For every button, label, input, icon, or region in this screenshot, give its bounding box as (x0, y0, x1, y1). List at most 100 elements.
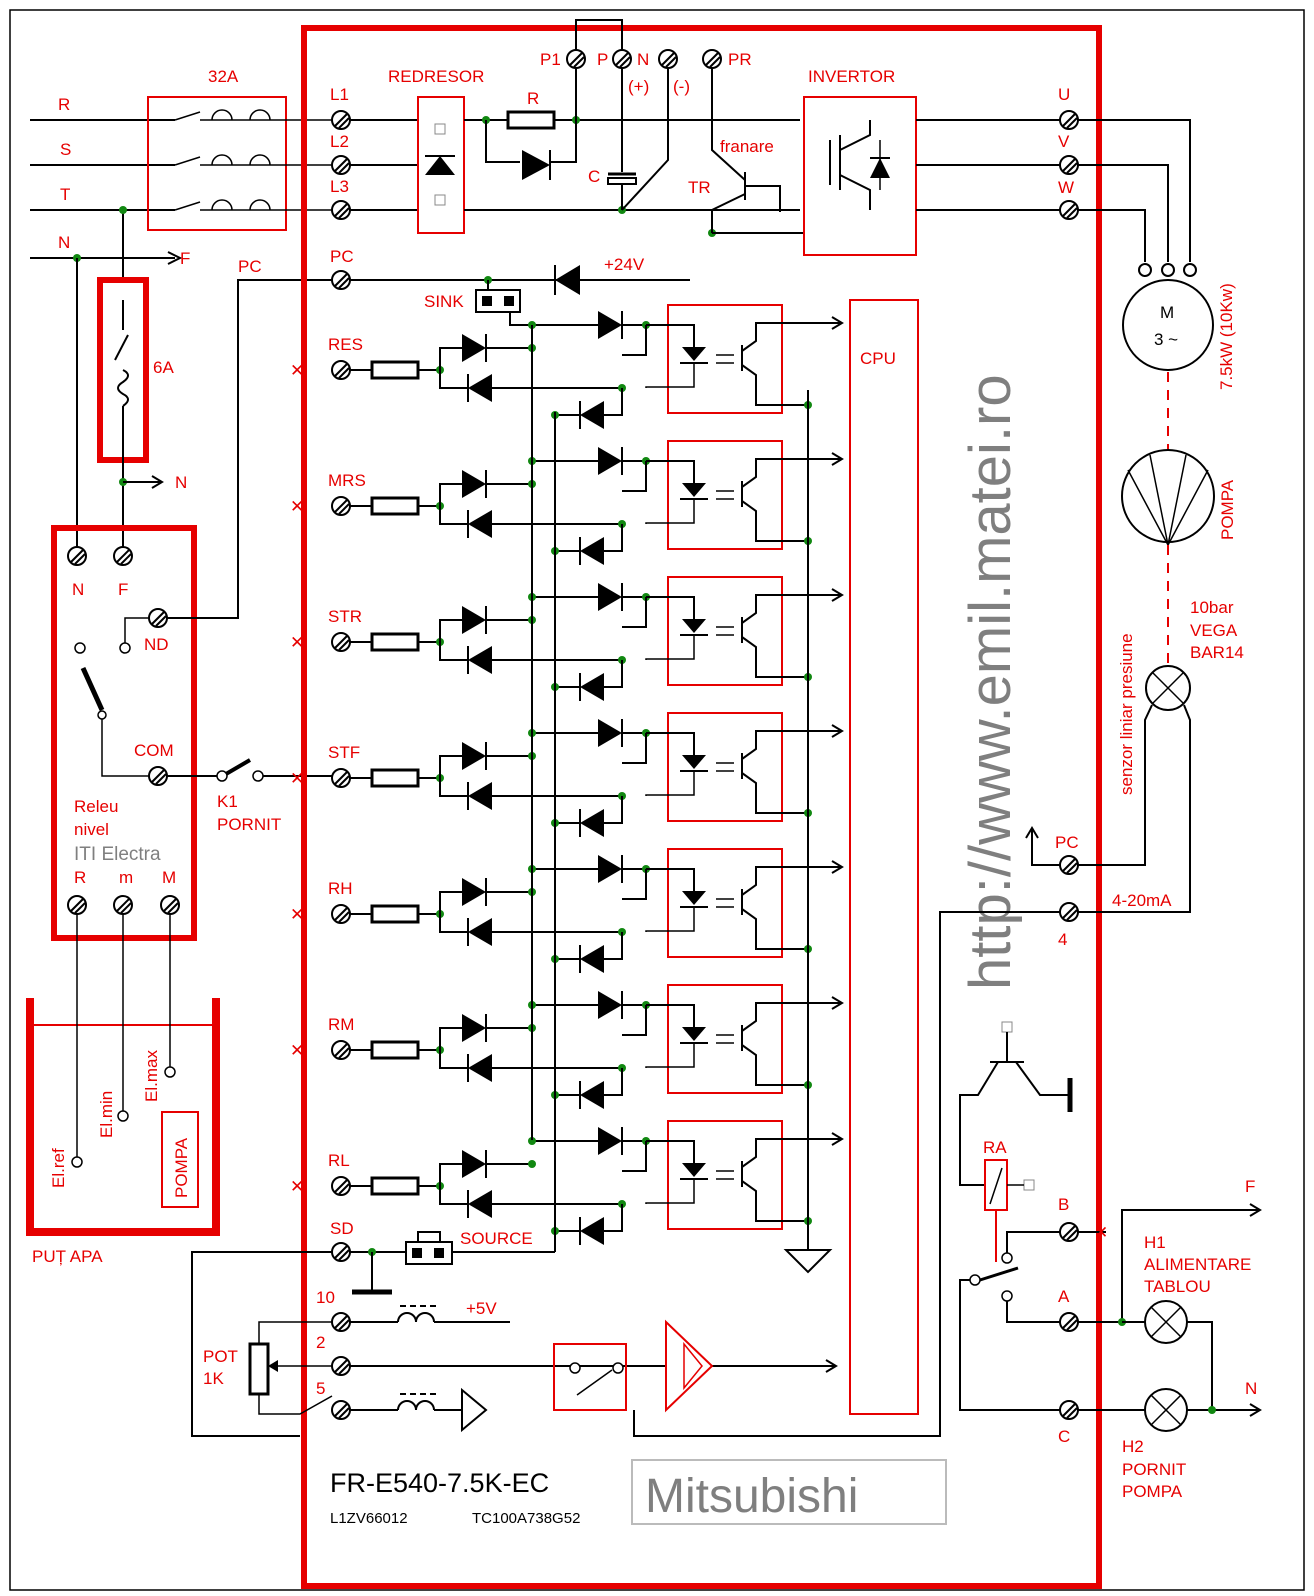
h1-name: H1 (1144, 1233, 1166, 1252)
relay-terminal-n: N (72, 580, 84, 599)
phase-t-label: T (60, 185, 70, 204)
terminal-pc-right: PC (1055, 833, 1079, 852)
terminal-n: N (637, 50, 649, 69)
sink-label: SINK (424, 292, 464, 311)
analog-terminals: 10 2 5 +5V (316, 1288, 838, 1433)
terminal-mrs-cut-mark: ✕ (290, 497, 304, 516)
terminal-p1: P1 (540, 50, 561, 69)
terminal-str-cut-mark: ✕ (290, 633, 304, 652)
watermark-url: http://www.emil.matei.ro (958, 374, 1023, 990)
terminal-u: U (1058, 85, 1070, 104)
well-pump-label: POMPA (172, 1137, 191, 1198)
terminal-v: V (1058, 132, 1070, 151)
source-label: SOURCE (460, 1229, 533, 1248)
motor-symbol: M (1160, 303, 1174, 322)
h2-line3: POMPA (1122, 1482, 1183, 1501)
terminal-stf-cut-mark: ✕ (290, 769, 304, 788)
dc-bus-terminals: P1 P N PR (+) (-) (540, 49, 752, 96)
input-resistor (370, 1040, 420, 1060)
dc-resistor-label: R (527, 89, 539, 108)
motor-output-terminals: U V W (1058, 85, 1191, 262)
feed-f-label: F (180, 249, 190, 268)
pump: POMPA (1121, 449, 1237, 546)
diagram-frame (9, 9, 1305, 1591)
motor-power: 7.5kW (10Kw) (1217, 283, 1236, 390)
terminal-c: C (1058, 1427, 1070, 1446)
pump-label: POMPA (1218, 479, 1237, 540)
terminal-rl: RL (328, 1151, 350, 1170)
rectifier-label: REDRESOR (388, 67, 484, 86)
relay-terminal-m-max: M (162, 868, 176, 887)
well-title: PUȚ APA (32, 1247, 103, 1266)
relay-terminal-com: COM (134, 741, 174, 760)
mains-supply: R S T N F (30, 95, 190, 268)
sensor-range: 10bar (1190, 598, 1234, 617)
terminal-stf-symbol (331, 768, 351, 788)
water-well: El.ref El.min El.max POMPA PUȚ APA (26, 914, 220, 1266)
k1-start-switch: K1 PORNIT (167, 758, 332, 834)
relay-ra: RA (959, 1021, 1073, 1411)
terminal-l2: L2 (330, 132, 349, 151)
sd-terminal-row: SD SOURCE (191, 1219, 556, 1437)
input-resistor (370, 768, 420, 788)
control-fuse: 6A (97, 277, 174, 548)
igbt-inverter-block: INVERTOR (803, 67, 1060, 256)
sensor-model: BAR14 (1190, 643, 1244, 662)
pressure-sensor: 10bar VEGA BAR14 senzor liniar presiune … (1078, 598, 1244, 913)
terminal-4: 4 (1058, 930, 1067, 949)
lamp-n-label: N (1245, 1379, 1257, 1398)
level-relay: N F ND COM Releu nivel ITI Electra R m M (51, 525, 197, 941)
plus5-label: +5V (466, 1299, 497, 1318)
main-breaker: 32A (147, 67, 332, 231)
k1-name: K1 (217, 792, 238, 811)
terminal-rh: RH (328, 879, 353, 898)
electrode-ref: El.ref (49, 1148, 68, 1188)
model-name: FR-E540-7.5K-EC (330, 1468, 549, 1498)
braking-label: franare (720, 137, 774, 156)
h2-line2: PORNIT (1122, 1460, 1186, 1479)
potentiometer: POT 1K (203, 1321, 333, 1415)
terminal-mrs: MRS (328, 471, 366, 490)
relay-ra-label: RA (983, 1138, 1007, 1157)
lamps: F N H1 ALIMENTARE TABLOU H2 PORNIT POMPA (1078, 1177, 1262, 1501)
power-input-terminals: L1 L2 L3 PC (330, 85, 418, 290)
electrode-max: El.max (142, 1050, 161, 1102)
terminal-2: 2 (316, 1333, 325, 1352)
sensor-signal: 4-20mA (1112, 891, 1172, 910)
terminal-res-cut-mark: ✕ (290, 361, 304, 380)
relay-title-1: Releu (74, 797, 118, 816)
dc-plus: (+) (628, 77, 649, 96)
terminal-res: RES (328, 335, 363, 354)
terminal-rh-symbol (331, 904, 351, 924)
brand-box (631, 1459, 947, 1525)
phase-r-label: R (58, 95, 70, 114)
pc-wire-label: PC (238, 257, 262, 276)
terminal-pc: PC (330, 247, 354, 266)
terminal-l3: L3 (330, 177, 349, 196)
motor: M 3 ~ 7.5kW (10Kw) (1122, 263, 1236, 390)
phase-s-label: S (60, 140, 71, 159)
terminal-l1: L1 (330, 85, 349, 104)
terminal-res-symbol (331, 360, 351, 380)
h2-name: H2 (1122, 1437, 1144, 1456)
terminal-a: A (1058, 1287, 1070, 1306)
sensor-description: senzor liniar presiune (1117, 633, 1136, 795)
lamp-f-label: F (1245, 1177, 1255, 1196)
terminal-5: 5 (316, 1379, 325, 1398)
terminal-rm-symbol (331, 1040, 351, 1060)
brand-name: Mitsubishi (645, 1470, 858, 1523)
terminal-rm: RM (328, 1015, 354, 1034)
terminal-stf: STF (328, 743, 360, 762)
terminal-w: W (1058, 178, 1074, 197)
terminal-p: P (597, 50, 608, 69)
optocoupler (667, 848, 783, 958)
digital-input-channels: RES✕MRS✕STR✕STF✕RH✕RM✕RL✕ (290, 304, 844, 1245)
motor-phase: 3 ~ (1154, 330, 1178, 349)
optocoupler (667, 1120, 783, 1230)
input-resistor (370, 632, 420, 652)
optocoupler (667, 712, 783, 822)
pot-name: POT (203, 1347, 238, 1366)
terminal-10: 10 (316, 1288, 335, 1307)
terminal-mrs-symbol (331, 496, 351, 516)
